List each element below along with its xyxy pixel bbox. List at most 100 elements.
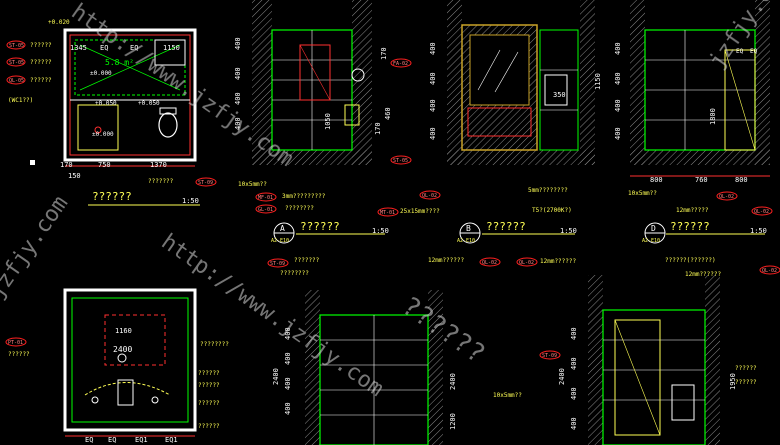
elevation-b: 400 400 400 400 1150 350 460 170 FA-02 S… [374, 0, 602, 244]
plan-slope-line [79, 44, 181, 91]
elev-b-tag-2: ST-05 [393, 158, 408, 164]
elev-l2-inner-dim-1: 1950 [729, 373, 737, 390]
mirror-reflection-line [477, 49, 501, 91]
elev-l2-note-2: ??????(??????) [665, 257, 716, 264]
elev-l1-right-wall [428, 290, 443, 445]
elev-d-left-wall [630, 0, 645, 165]
elev-b-tag-bubble [377, 207, 399, 217]
elev-l1-total: 2400 [272, 368, 280, 385]
ceiling-light-icon [151, 396, 159, 404]
elev-d-bottom-dim-1: 800 [650, 176, 663, 184]
plan-top-level: +0.020 [48, 19, 70, 26]
mirror-reflection-line [494, 51, 519, 93]
elev-b-note-3: T5?(2700K?) [532, 207, 572, 214]
elev-d-note-2: 12mm????? [676, 207, 709, 214]
elev-b-tag-bubble [390, 58, 412, 68]
plan-tag-bubble [6, 75, 26, 85]
elev-l2-note-4: ?????? [735, 365, 757, 372]
elev-a-dim-1: 400 [234, 37, 242, 50]
elev-l2-tile-field [602, 309, 706, 445]
plan-shower-zone [77, 104, 119, 151]
elev-l2-dim-2: 400 [570, 357, 578, 370]
ceiling-note-6: ?????? [198, 423, 220, 430]
elev-l2-right-wall [705, 275, 720, 445]
elev-l2-tag-3: ST-09 [542, 353, 557, 359]
elev-d-inner-dim-3: 1800 [709, 108, 717, 125]
floor-drain-icon [94, 126, 102, 134]
elev-b-tag-1: FA-02 [393, 61, 408, 67]
elev-l1-note-2: ??????? [294, 257, 320, 264]
plan-level-4: +0.050 [138, 100, 160, 107]
elev-l2-note-5: ?????? [735, 379, 757, 386]
elev-a-note-2: 3mm????????? [282, 193, 326, 200]
elev-b-note-1: 25x15mm???? [400, 208, 440, 215]
plan-dim-bottom-1: 170 [60, 161, 73, 169]
ceiling-tag-bubble [5, 337, 27, 347]
elev-d-door-swing [724, 49, 756, 151]
ceiling-light-trough [104, 314, 166, 366]
elev-a-sheet: A2-E10 [271, 238, 289, 244]
elev-l2-dim-4: 400 [570, 417, 578, 430]
elev-b-dim-right: 1150 [594, 73, 602, 90]
elev-b-dim-3: 400 [429, 99, 437, 112]
elev-a-dim-right: 170 [380, 47, 388, 60]
elev-l1-tag-bubble [267, 258, 289, 268]
elev-d-inner-dim-1: EQ [736, 48, 744, 55]
elev-b-tag-bubble [419, 190, 441, 200]
plan-dim-bottom-3: 1370 [150, 161, 167, 169]
elev-b-tag-3: MT-01 [380, 210, 395, 216]
plan-tag-3: QL-05 [9, 78, 24, 84]
elev-d-dim-3: 400 [614, 99, 622, 112]
elev-d-dim-1: 400 [614, 42, 622, 55]
elev-l1-inner-dim-2: 2400 [449, 373, 457, 390]
plan-column-mark [30, 160, 35, 165]
ceiling-inner-outline [71, 297, 189, 423]
elev-d-label: D [651, 224, 656, 233]
exhaust-fan-icon [117, 379, 134, 406]
bathroom-floor-plan: 1345 EQ EQ 1150 5.8 m² ±0.000 +0.050 +0.… [6, 19, 200, 206]
elev-a-tag-2: GL-01 [258, 207, 273, 213]
elev-l2-panel-swing [614, 319, 661, 436]
plan-tag-bubble [6, 57, 26, 67]
ceiling-light-arc [84, 382, 171, 396]
elev-l1-note-4: ???????? [280, 270, 309, 277]
elev-b-right-wall [580, 0, 595, 165]
elev-l1-note-1: 12mm?????? [428, 257, 465, 264]
plan-note-3: ?????? [30, 77, 52, 84]
ceiling-light-icon [91, 396, 99, 404]
ceiling-dim-top: 1160 [115, 327, 132, 335]
elev-d-tag-2: QL-02 [754, 209, 769, 215]
elev-a-label: A [280, 224, 285, 233]
elev-a-note-3: ???????? [285, 205, 314, 212]
elev-a-dim-2: 400 [234, 67, 242, 80]
plan-scale: 1:50 [182, 197, 199, 205]
elev-b-dim-1: 400 [429, 42, 437, 55]
elev-b-dim-2: 400 [429, 72, 437, 85]
elev-l2-tag-1: QL-02 [519, 260, 534, 266]
elev-b-inner-dim-1: 350 [553, 91, 566, 99]
elev-d-floor [630, 150, 770, 165]
elev-a-title: ?????? [300, 220, 340, 233]
elev-b-inner-dim-3: 170 [374, 122, 382, 135]
elev-b-scale: 1:50 [560, 227, 577, 235]
ceiling-height: 2400 [113, 345, 132, 354]
ceiling-note-2: ???????? [200, 341, 229, 348]
plan-level-5: ±0.000 [92, 131, 114, 138]
elev-l1-dim-1: 400 [284, 327, 292, 340]
plan-dim-top-1: 1345 [70, 44, 87, 52]
elev-b-left-wall [447, 0, 462, 165]
plan-dim-left: 150 [68, 172, 81, 180]
elev-l1-dim-4: 400 [284, 402, 292, 415]
elev-b-inner-dim-2: 460 [384, 107, 392, 120]
ceiling-note-1: ?????? [8, 351, 30, 358]
elev-l2-tag-bubble [539, 350, 561, 360]
elev-b-tile-field [539, 29, 579, 151]
ceiling-bottom-dim-1: EQ [85, 436, 93, 444]
ceiling-note-5: ?????? [198, 400, 220, 407]
elev-a-inner-dim-1: 1050 [324, 113, 332, 130]
elev-d-right-wall [755, 0, 770, 165]
elev-d-bottom-dim-3: 800 [735, 176, 748, 184]
elev-d-scale: 1:50 [750, 227, 767, 235]
elev-b-sheet: A2-E10 [457, 238, 475, 244]
elev-l2-note-1: 12mm?????? [540, 258, 577, 265]
